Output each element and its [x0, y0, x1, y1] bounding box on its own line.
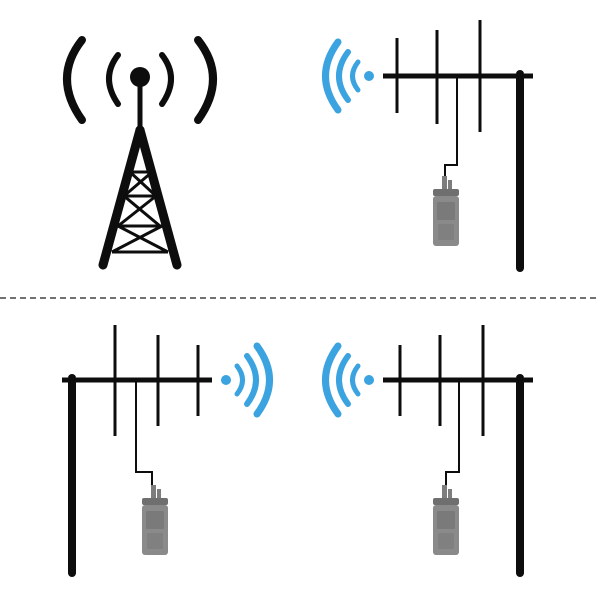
signal-waves-icon — [322, 342, 374, 418]
yagi-antenna-bottom-right — [322, 325, 533, 577]
yagi-antenna-top-right — [322, 20, 533, 272]
tower-beacon — [130, 67, 150, 87]
signal-waves-icon — [221, 342, 273, 418]
radio-tower-icon — [63, 36, 217, 270]
signal-waves-icon — [322, 38, 374, 114]
broadcast-waves-icon — [63, 36, 217, 124]
handheld-radio-icon — [433, 176, 459, 246]
yagi-antenna-bottom-left — [62, 325, 273, 577]
handheld-radio-icon — [433, 485, 459, 555]
handheld-radio-icon — [142, 485, 168, 555]
